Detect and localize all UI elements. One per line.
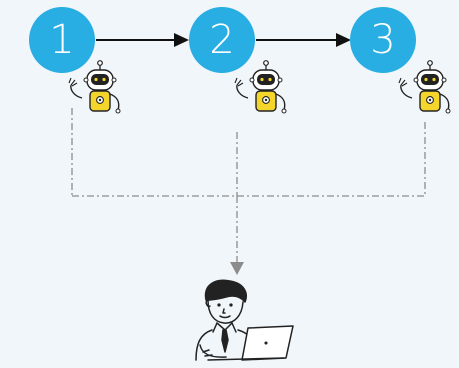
arrow-to-user bbox=[230, 262, 244, 275]
robot-icon bbox=[234, 60, 287, 114]
step-3-circle: 3 bbox=[350, 7, 416, 73]
dashed-connectors bbox=[71, 108, 426, 262]
step-2-circle: 2 bbox=[189, 7, 255, 73]
arrow-2-to-3 bbox=[256, 33, 351, 47]
arrow-1-to-2 bbox=[96, 33, 189, 47]
step-1-circle: 1 bbox=[29, 7, 95, 73]
person-at-laptop-icon bbox=[195, 279, 294, 361]
robot-icon bbox=[398, 60, 451, 114]
